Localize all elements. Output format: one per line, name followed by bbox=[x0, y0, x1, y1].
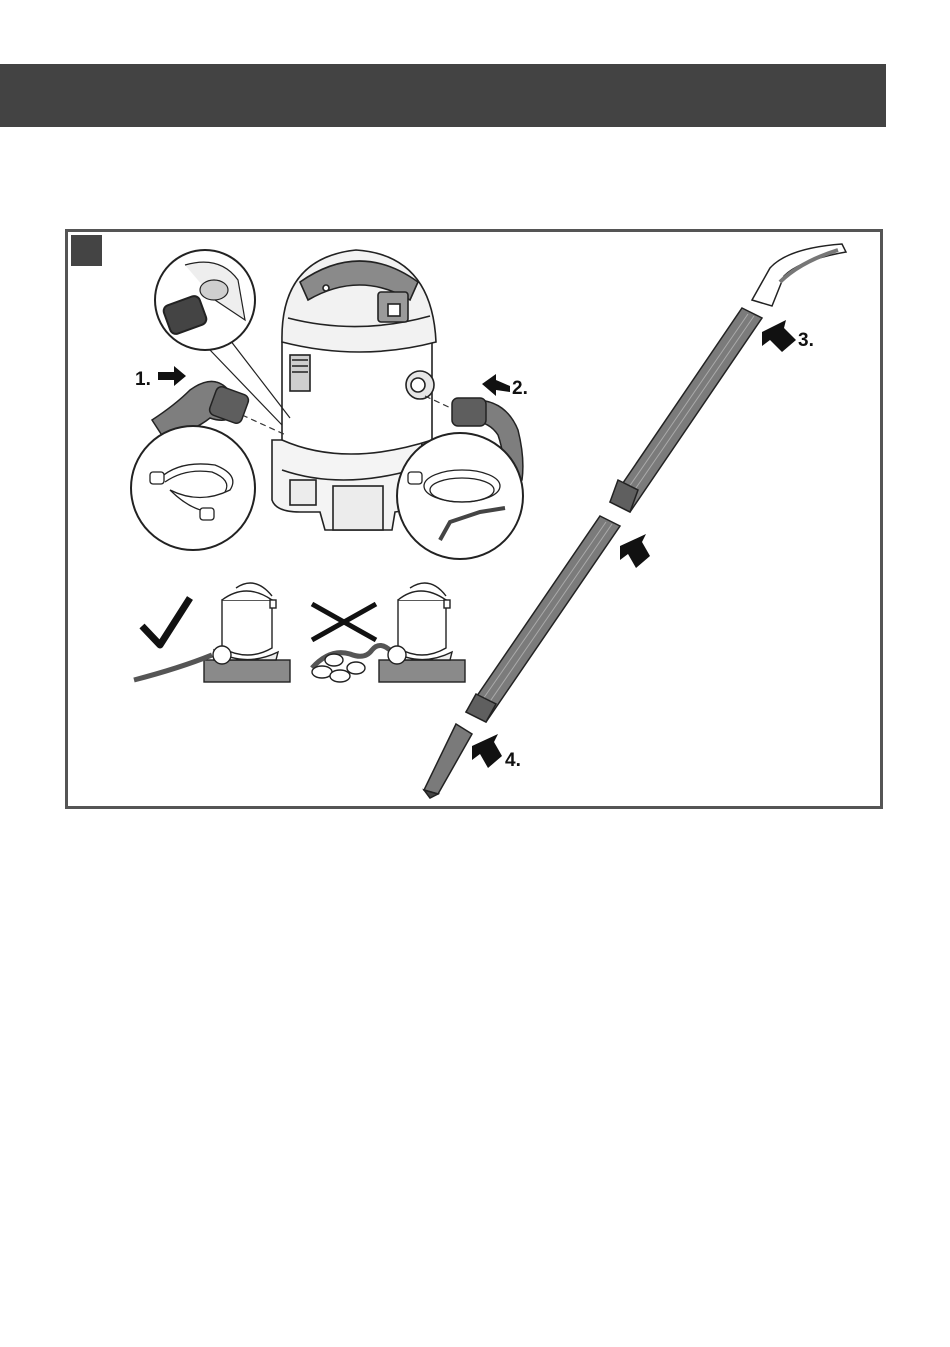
wrong-placement bbox=[312, 583, 465, 682]
correct-placement bbox=[134, 583, 290, 682]
middle-arrow bbox=[620, 534, 650, 568]
step-3-arrow bbox=[762, 320, 796, 352]
step-1-label: 1. bbox=[135, 369, 151, 390]
step-2-arrow bbox=[482, 374, 510, 396]
crevice-nozzle-icon bbox=[424, 724, 472, 798]
step-1-arrow bbox=[158, 366, 186, 386]
hose-and-bend-detail bbox=[397, 433, 523, 559]
step-2-label: 2. bbox=[512, 378, 528, 399]
bent-handle-icon bbox=[752, 244, 846, 306]
check-mark-icon bbox=[142, 598, 190, 645]
cross-mark-icon bbox=[312, 604, 376, 640]
step-3-label: 3. bbox=[798, 330, 814, 351]
step-4-label: 4. bbox=[505, 750, 521, 771]
step-4-arrow bbox=[472, 734, 502, 768]
hose-coil-icon bbox=[131, 426, 255, 550]
detail-circle-top bbox=[155, 250, 255, 350]
